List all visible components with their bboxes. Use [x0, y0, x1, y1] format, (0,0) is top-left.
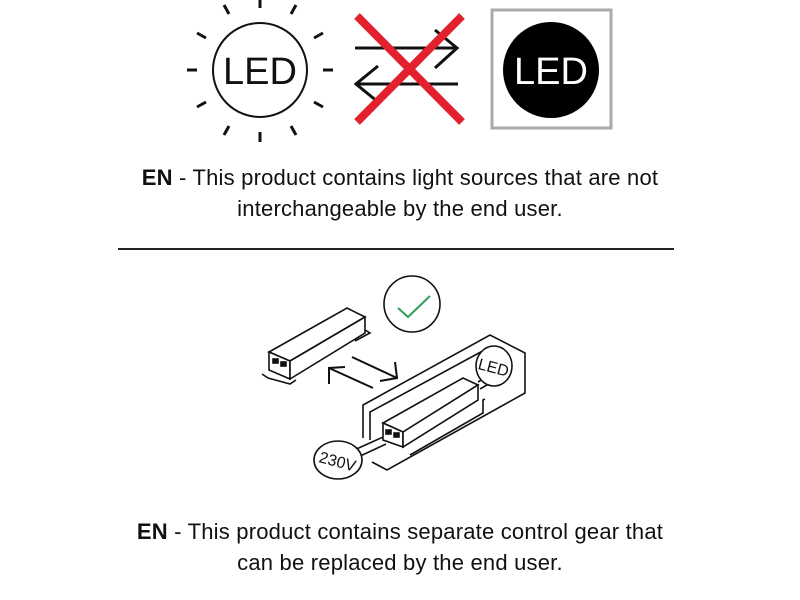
notice-1-lang: EN	[141, 165, 173, 190]
check-icon	[383, 275, 441, 333]
notice-1-line-1: EN - This product contains light sources…	[0, 162, 800, 193]
notice-1-text: - This product contains light sources th…	[172, 165, 659, 190]
notice-1-line-2: interchangeable by the end user.	[237, 196, 563, 221]
notice-2-line-1: EN - This product contains separate cont…	[0, 516, 800, 547]
led-label: LED	[223, 51, 297, 93]
luminaire-housing	[362, 334, 526, 471]
not-interchangeable-icon	[353, 13, 465, 125]
notice-2-lang: EN	[136, 519, 168, 544]
control-gear-diagram: LED 230V	[261, 275, 526, 480]
notice-2-line-2: can be replaced by the end user.	[237, 550, 563, 575]
led-filled-icon: LED	[490, 8, 613, 130]
led-light-source-icon: LED	[187, 0, 333, 142]
led-filled-label: LED	[514, 51, 588, 93]
spare-driver-box	[261, 307, 372, 385]
installed-driver-box	[351, 374, 493, 459]
notice-1: EN - This product contains light sources…	[0, 162, 800, 224]
swap-arrows-icon	[328, 356, 399, 389]
notice-2: EN - This product contains separate cont…	[0, 516, 800, 578]
divider	[118, 248, 674, 250]
notice-2-text: - This product contains separate control…	[167, 519, 664, 544]
